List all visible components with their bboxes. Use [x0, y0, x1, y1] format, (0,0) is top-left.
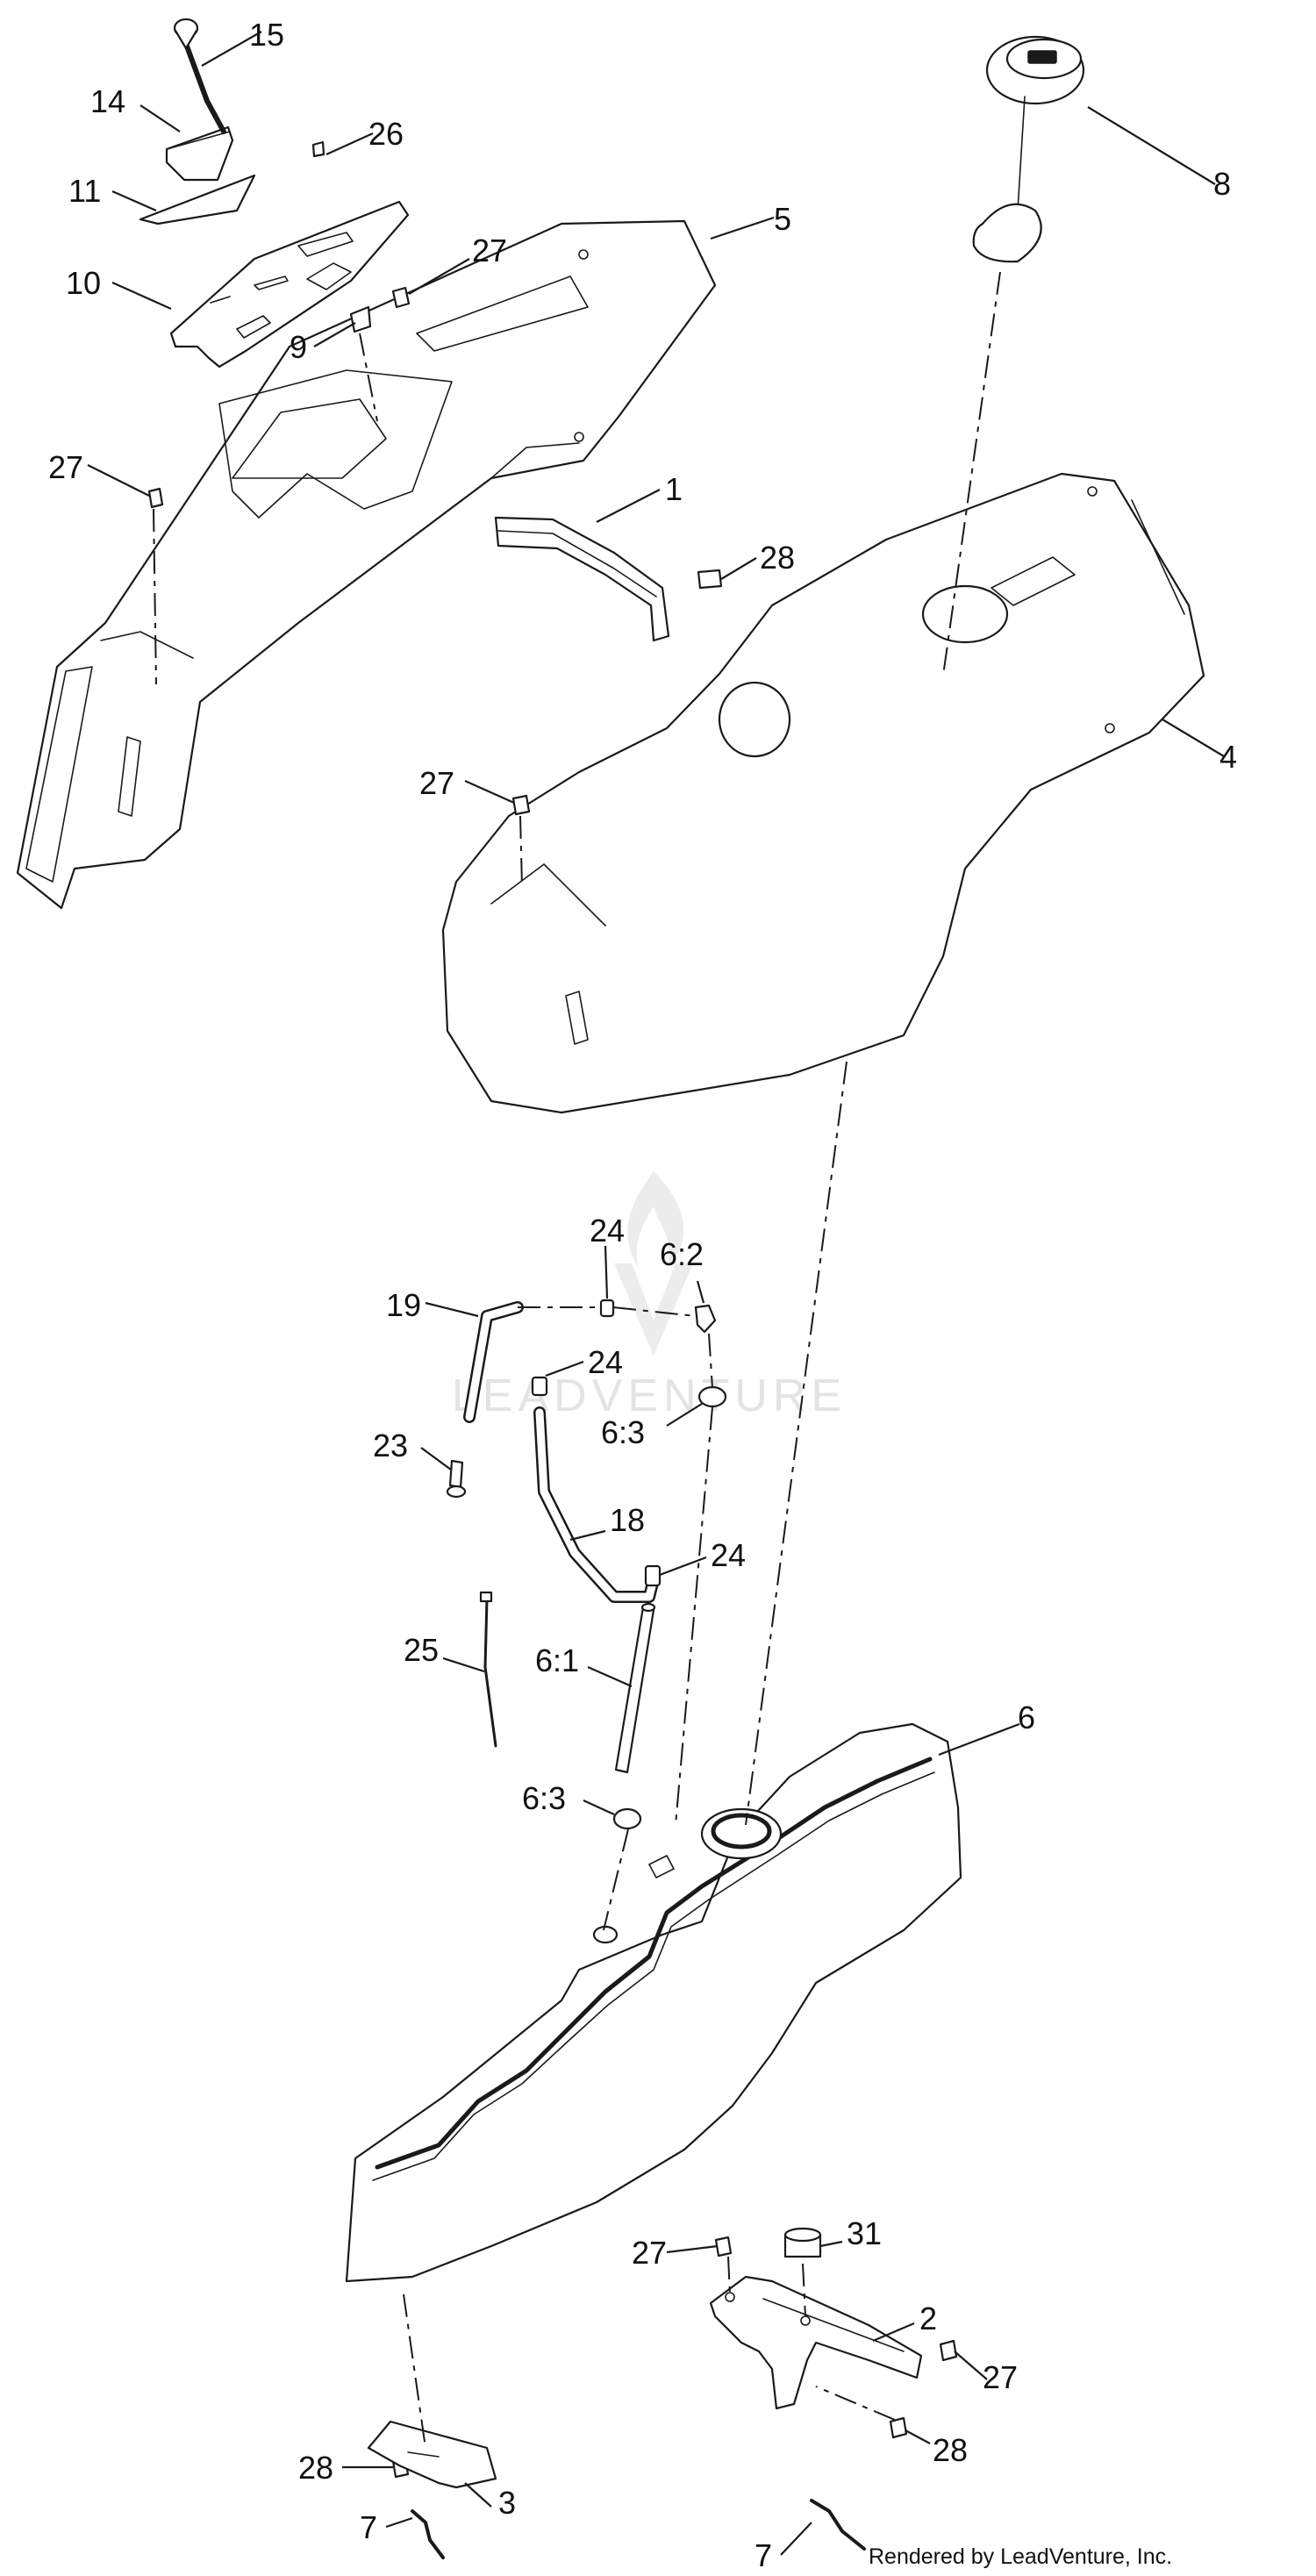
watermark-flame-logo — [614, 1171, 693, 1356]
callout-19: 19 — [386, 1287, 421, 1323]
part-15-lever — [173, 18, 226, 134]
callout-9: 9 — [290, 329, 307, 365]
part-6-2-elbow — [694, 1304, 717, 1334]
part-31-bumper — [783, 2227, 822, 2258]
callout-27e: 27 — [983, 2359, 1018, 2395]
callout-1: 1 — [665, 471, 683, 507]
part-7-clips — [411, 2499, 866, 2559]
part-27-screws — [147, 286, 958, 2362]
part-4-tank-cover — [441, 472, 1205, 1114]
callout-28b: 28 — [933, 2432, 968, 2468]
part-6-1-tube — [614, 1602, 656, 1774]
callout-18: 18 — [610, 1502, 645, 1538]
callout-8: 8 — [1213, 166, 1231, 202]
part-18-hose — [533, 1406, 660, 1603]
callout-6: 6 — [1018, 1699, 1035, 1735]
callout-31: 31 — [847, 2215, 882, 2251]
callout-10: 10 — [66, 265, 101, 301]
assembly-lines — [153, 271, 1001, 2449]
callout-2: 2 — [919, 2301, 937, 2336]
callout-27d: 27 — [632, 2235, 667, 2271]
part-2-bracket — [709, 2275, 923, 2410]
callout-27c: 27 — [419, 765, 454, 801]
part-8-fuel-cap — [972, 35, 1085, 263]
callout-28a: 28 — [760, 540, 795, 576]
callout-14: 14 — [90, 83, 125, 119]
callout-5: 5 — [774, 201, 791, 237]
callout-7b: 7 — [755, 2537, 772, 2573]
callout-3: 3 — [498, 2485, 516, 2521]
callout-11: 11 — [68, 173, 101, 209]
callout-28c: 28 — [298, 2450, 333, 2486]
part-3-bracket — [367, 2420, 497, 2489]
callout-27b: 27 — [48, 449, 83, 485]
part-25-cable-tie — [479, 1591, 497, 1748]
callout-25: 25 — [404, 1632, 439, 1668]
part-26-screw — [311, 140, 325, 158]
callout-24b: 24 — [588, 1344, 623, 1380]
callout-27a: 27 — [472, 233, 507, 268]
watermark-text: LEADVENTURE — [452, 1370, 847, 1421]
callout-24c: 24 — [711, 1537, 746, 1573]
rendered-by-credit: Rendered by LeadVenture, Inc. — [869, 2544, 1172, 2569]
callout-26: 26 — [368, 116, 404, 152]
callout-23: 23 — [373, 1428, 408, 1463]
callout-7a: 7 — [360, 2509, 377, 2545]
callout-15: 15 — [249, 17, 284, 53]
part-23-fitting — [446, 1459, 467, 1499]
watermark: LEADVENTURE — [452, 1171, 847, 1421]
part-24-fittings — [531, 1299, 662, 1587]
part-6-3-grommets — [612, 1385, 727, 1830]
part-1-bracket — [494, 516, 670, 642]
part-14-switch — [165, 125, 234, 182]
part-11-plate — [139, 174, 256, 225]
callout-24a: 24 — [590, 1213, 625, 1249]
part-6-fuel-tank — [345, 1722, 962, 2283]
part-10-panel — [169, 200, 410, 369]
leader-lines — [87, 31, 1225, 2556]
callout-4: 4 — [1219, 739, 1237, 775]
callout-6-1: 6:1 — [535, 1642, 579, 1678]
callout-6-3b: 6:3 — [522, 1780, 566, 1816]
callout-labels: 15 14 26 11 10 27 5 9 8 1 28 27 27 4 24 … — [48, 17, 1237, 2573]
callout-6-3a: 6:3 — [601, 1414, 645, 1450]
callout-6-2: 6:2 — [660, 1236, 704, 1272]
part-19-vent-hose — [463, 1301, 524, 1423]
part-9-clip — [349, 305, 372, 333]
part-5-upper-shroud — [16, 219, 717, 910]
